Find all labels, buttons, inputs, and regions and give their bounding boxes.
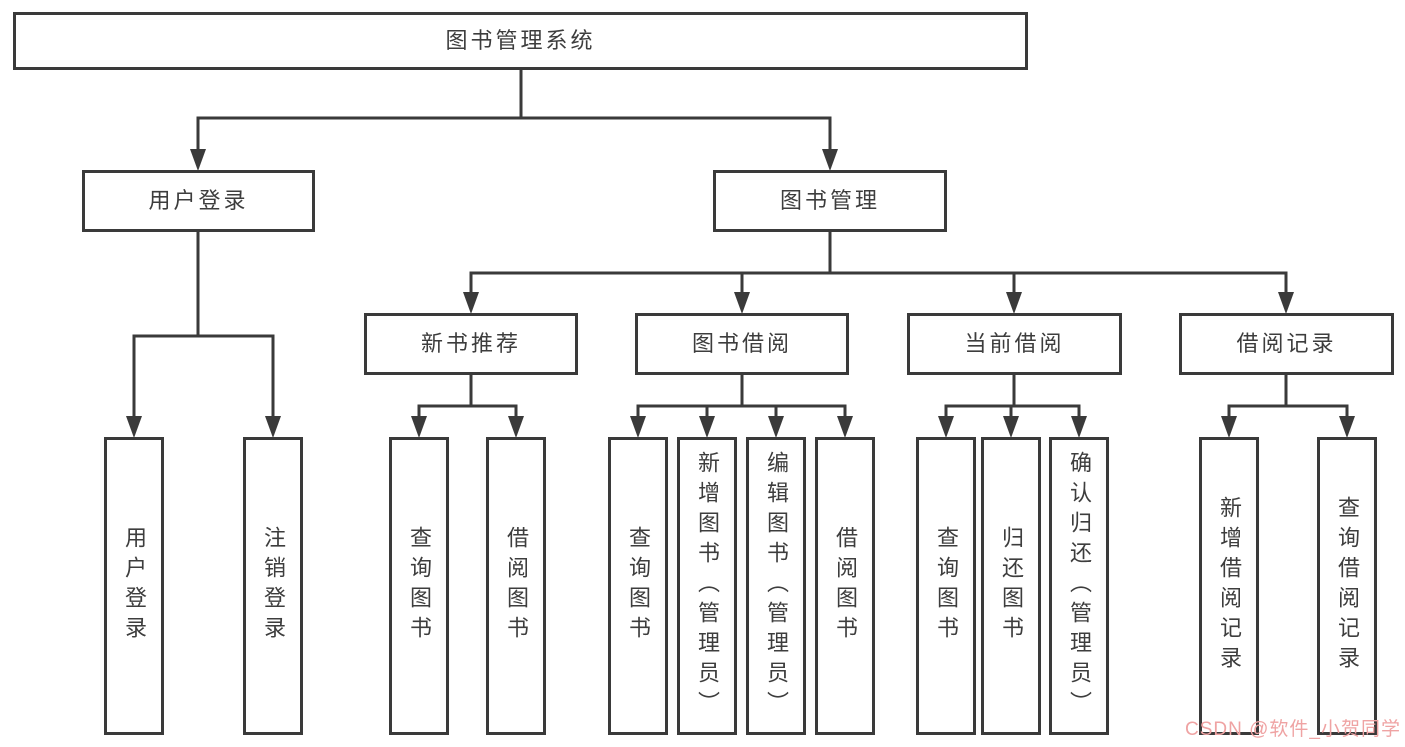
leaf-add-borrow-record-label: 新增借阅记录 [1217, 496, 1242, 676]
node-book-management-label: 图书管理 [779, 188, 880, 213]
leaf-edit-books-admin: 编辑图书（管理员） [746, 437, 806, 735]
leaf-add-books-admin: 新增图书（管理员） [677, 437, 737, 735]
node-current-borrowing: 当前借阅 [907, 313, 1122, 375]
leaf-query-books-current: 查询图书 [916, 437, 976, 735]
leaf-query-books-recommend-label: 查询图书 [407, 526, 432, 646]
node-user-login: 用户登录 [82, 170, 315, 232]
leaf-edit-books-admin-label: 编辑图书（管理员） [764, 451, 789, 721]
leaf-return-books: 归还图书 [981, 437, 1041, 735]
leaf-query-books-current-label: 查询图书 [934, 526, 959, 646]
leaf-borrow-books-label: 借阅图书 [833, 526, 858, 646]
leaf-query-books-borrowing: 查询图书 [608, 437, 668, 735]
node-book-borrowing: 图书借阅 [635, 313, 849, 375]
leaf-borrow-books-recommend-label: 借阅图书 [504, 526, 529, 646]
node-new-book-recommend: 新书推荐 [364, 313, 578, 375]
leaf-confirm-return-admin: 确认归还（管理员） [1049, 437, 1109, 735]
node-new-book-recommend-label: 新书推荐 [420, 331, 521, 356]
leaf-borrow-books-recommend: 借阅图书 [486, 437, 546, 735]
node-book-borrowing-label: 图书借阅 [691, 331, 792, 356]
leaf-return-books-label: 归还图书 [999, 526, 1024, 646]
leaf-query-borrow-record: 查询借阅记录 [1317, 437, 1377, 735]
leaf-user-login-label: 用户登录 [122, 526, 147, 646]
leaf-borrow-books: 借阅图书 [815, 437, 875, 735]
leaf-logout: 注销登录 [243, 437, 303, 735]
leaf-user-login: 用户登录 [104, 437, 164, 735]
node-user-login-label: 用户登录 [148, 188, 249, 213]
node-borrowing-records: 借阅记录 [1179, 313, 1394, 375]
node-borrowing-records-label: 借阅记录 [1236, 331, 1337, 356]
node-current-borrowing-label: 当前借阅 [964, 331, 1065, 356]
leaf-query-borrow-record-label: 查询借阅记录 [1335, 496, 1360, 676]
leaf-add-books-admin-label: 新增图书（管理员） [695, 451, 720, 721]
node-book-management: 图书管理 [713, 170, 947, 232]
node-root: 图书管理系统 [13, 12, 1028, 70]
leaf-logout-label: 注销登录 [261, 526, 286, 646]
leaf-add-borrow-record: 新增借阅记录 [1199, 437, 1259, 735]
leaf-query-books-borrowing-label: 查询图书 [626, 526, 651, 646]
leaf-confirm-return-admin-label: 确认归还（管理员） [1067, 451, 1092, 721]
watermark: CSDN @软件_小贺同学 [1185, 719, 1401, 740]
leaf-query-books-recommend: 查询图书 [389, 437, 449, 735]
node-root-label: 图书管理系统 [445, 28, 596, 53]
